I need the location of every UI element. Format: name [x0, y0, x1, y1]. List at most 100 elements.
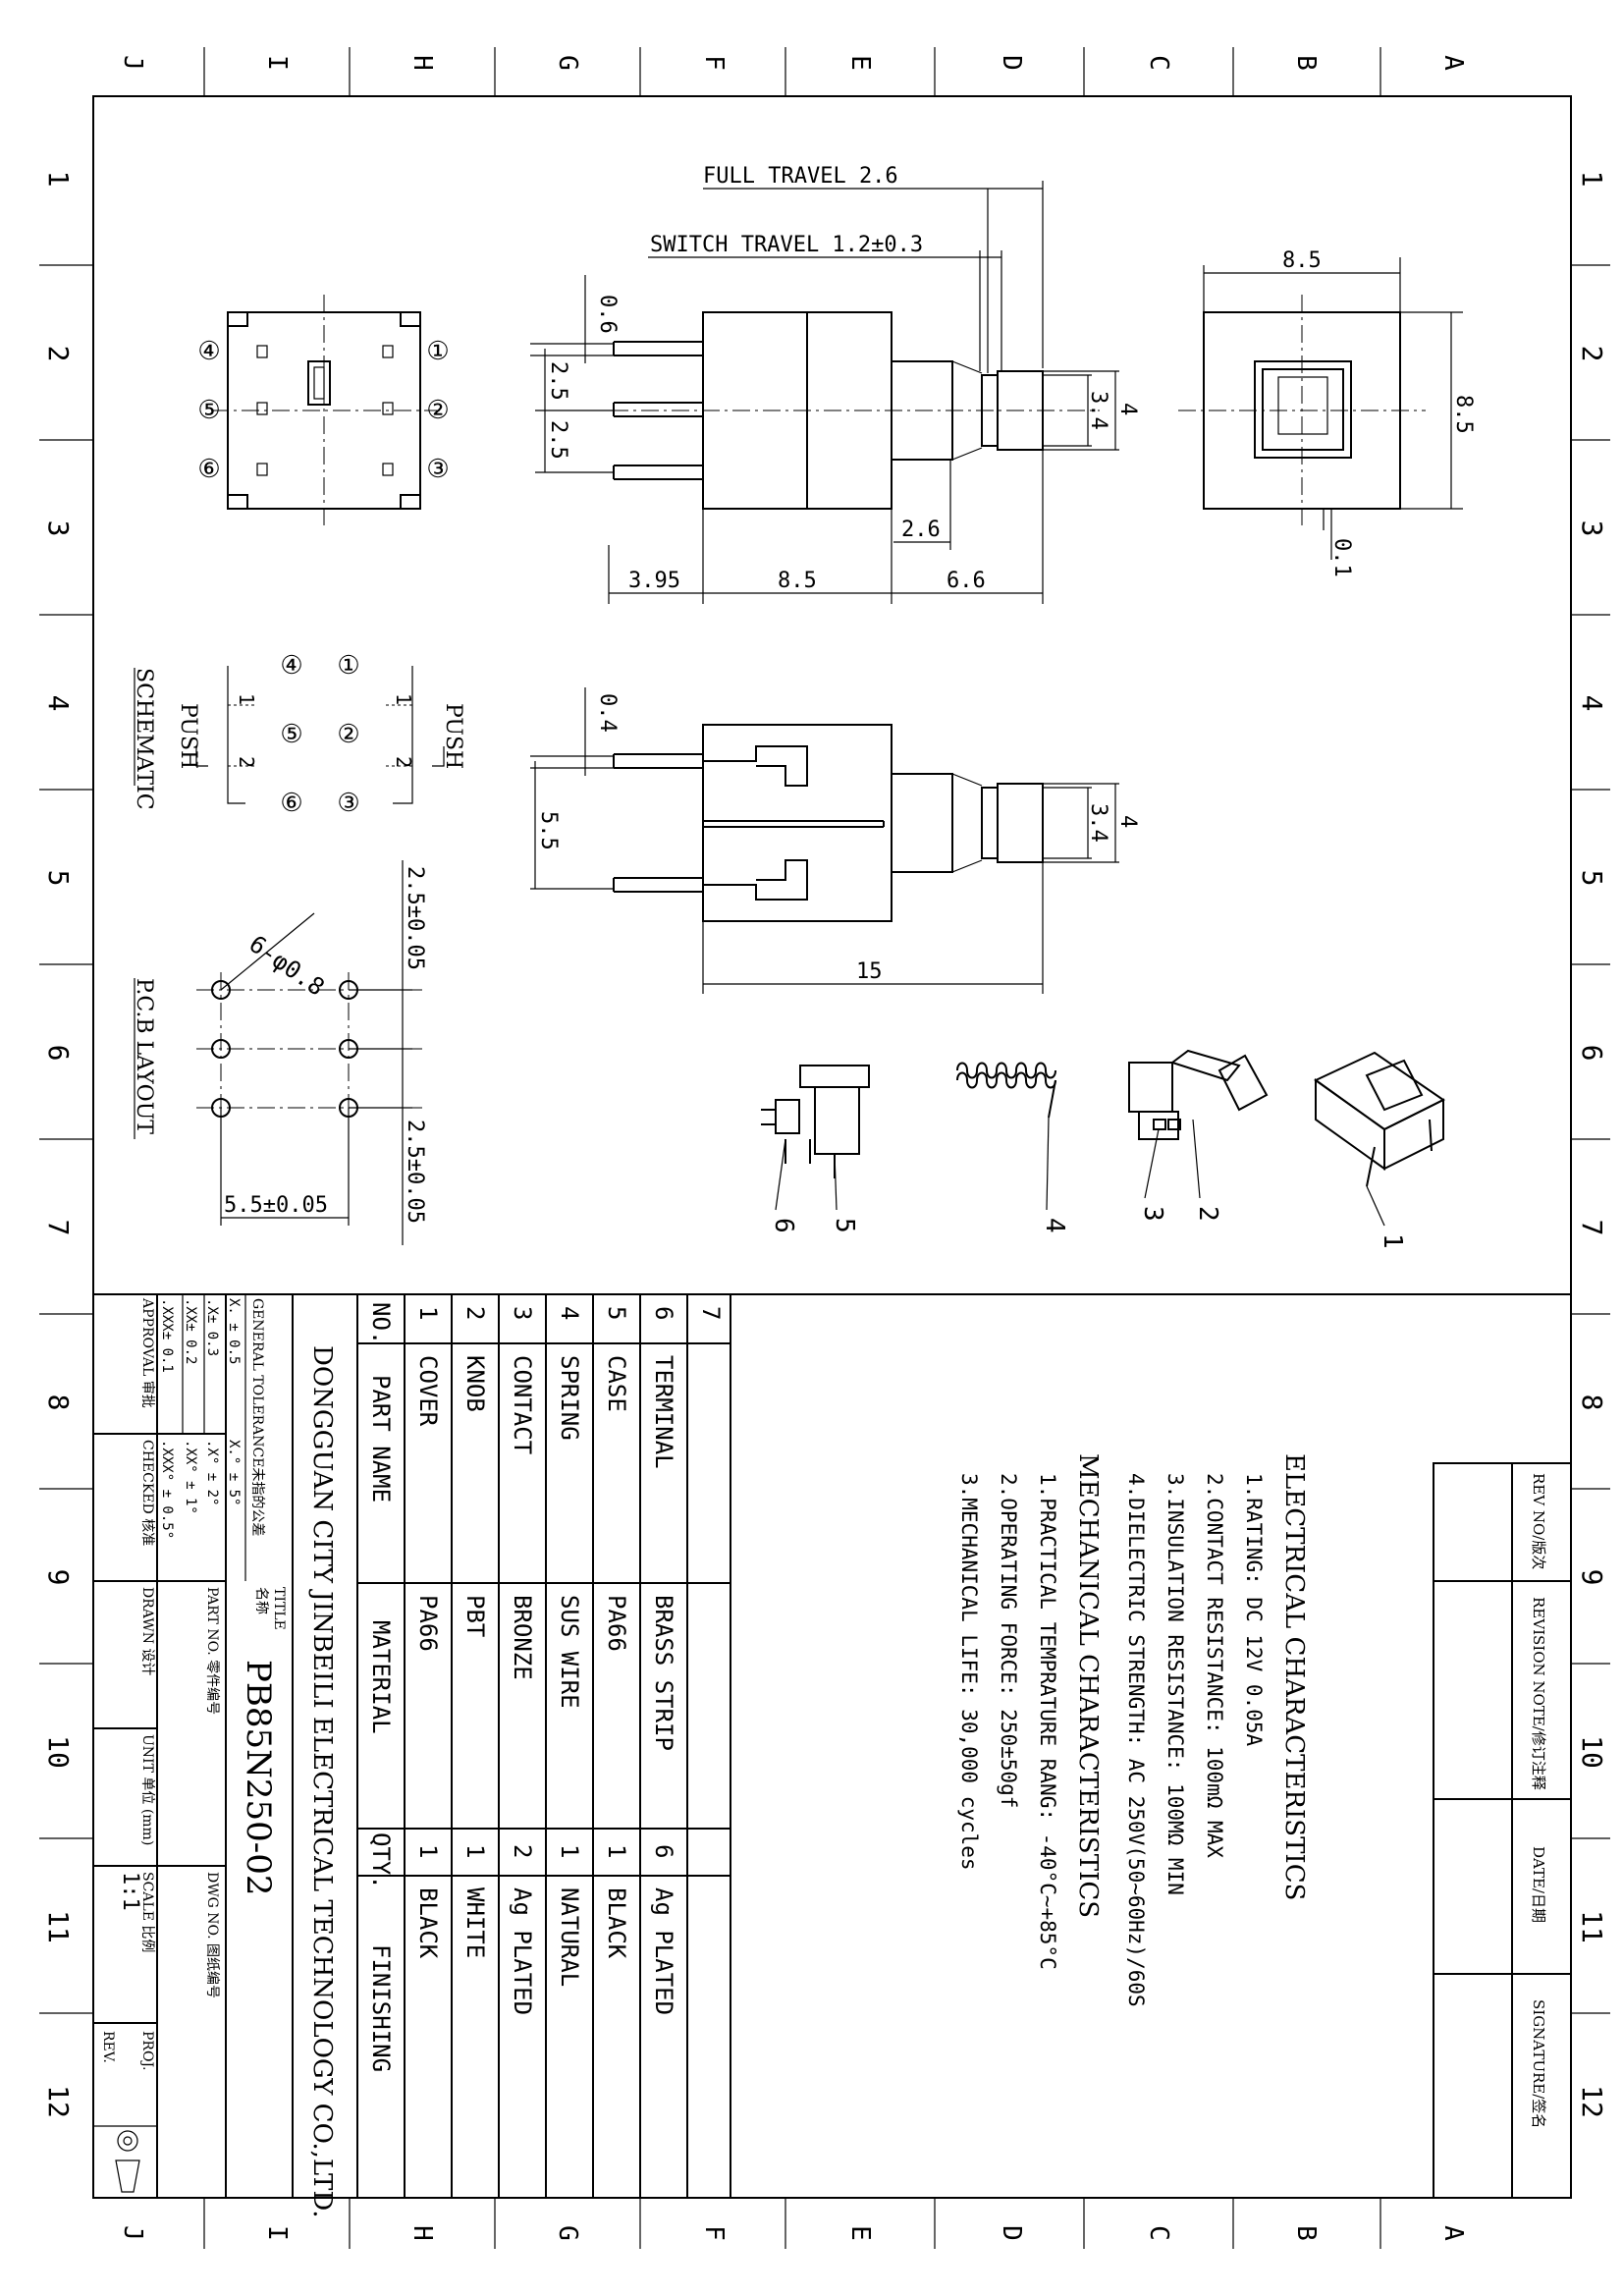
zone-number: 4 — [42, 695, 75, 712]
zone-number: 10 — [1576, 1735, 1608, 1769]
bom-text: NO. PART NAME MATERIAL QTY. FINISHING 7 … — [367, 1302, 725, 2072]
bom-header-no: NO. — [367, 1302, 395, 1344]
title-cn-label: 名称 — [253, 1587, 269, 1614]
pcb-hole-label: 6-φ0.8 — [244, 930, 330, 1002]
schematic-pin: ⑤ — [280, 720, 302, 749]
pcb-layout-label: P.C.B LAYOUT — [132, 978, 156, 1134]
bom-qty: 1 — [603, 1844, 630, 1858]
schematic-pin: ④ — [280, 651, 302, 681]
dim-3-4a: 3.4 — [1086, 391, 1110, 430]
zone-letter: A — [1438, 55, 1468, 71]
side-view-lower — [613, 724, 1044, 922]
unit-label: UNIT 单位 (mm) — [139, 1734, 155, 1845]
tol-xxx-angle: .XX° ± 1° — [183, 1440, 198, 1514]
zone-numbers: 1 2 3 4 5 6 7 8 9 10 11 12 1 2 3 4 5 6 7… — [42, 171, 1608, 2118]
bom-material: BRASS STRIP — [650, 1595, 677, 1751]
zone-number: 3 — [1576, 520, 1608, 537]
zone-letter: J — [118, 2225, 147, 2241]
bom-header-part: PART NAME — [367, 1375, 395, 1503]
dim-4b: 4 — [1115, 815, 1140, 828]
zone-letter: C — [1144, 55, 1173, 71]
bom-qty: 2 — [509, 1844, 536, 1858]
zone-ticks — [39, 47, 1610, 2249]
tol-xxxx-angle: .XXX° ± 0.5° — [159, 1440, 175, 1539]
zone-number: 6 — [42, 1045, 75, 1062]
title-value: PB85N250-02 — [239, 1660, 278, 1896]
schematic-pin: ⑥ — [280, 789, 302, 818]
tol-x: X. ± 0.5 — [226, 1298, 242, 1364]
bom-qty: 1 — [414, 1844, 442, 1858]
electrical-item: 4.DIELECTRIC STRENGTH: AC 250V(50~60Hz)/… — [1124, 1473, 1148, 2007]
electrical-heading: ELECTRICAL CHARACTERISTICS — [1279, 1453, 1309, 1900]
bom-no: 4 — [556, 1306, 583, 1320]
dim-3-4b: 3.4 — [1086, 803, 1110, 843]
bom-table — [356, 1293, 731, 2199]
rev-label: REV. — [100, 2031, 116, 2063]
zone-number: 9 — [1576, 1569, 1608, 1586]
full-travel-label: FULL TRAVEL 2.6 — [703, 164, 898, 189]
zone-number: 1 — [42, 171, 75, 188]
bom-header-finishing: FINISHING — [367, 1944, 395, 2072]
dwg-no-label: DWG NO. 图纸编号 — [204, 1872, 220, 1998]
mechanical-item: 1.PRACTICAL TEMPRATURE RANG: -40°C~+85°C — [1036, 1473, 1059, 1970]
zone-letter: C — [1144, 2225, 1173, 2241]
pcb-pitch-bottom: 2.5±0.05 — [403, 1120, 427, 1224]
dimensions-upper-view: FULL TRAVEL 2.6 SWITCH TRAVEL 1.2±0.3 0.… — [530, 164, 1140, 604]
pcb-width-label: 5.5±0.05 — [224, 1193, 328, 1218]
scale-value: 1:1 — [118, 1872, 142, 1911]
side-view-upper — [550, 311, 1100, 510]
schematic-n1b: 1 — [392, 693, 415, 705]
schematic-n2: 2 — [235, 756, 258, 768]
zone-number: 5 — [1576, 870, 1608, 887]
bom-no: 3 — [509, 1306, 536, 1320]
callouts: 6 5 4 3 2 1 — [769, 1117, 1407, 1249]
part-no-label: PART NO. 零件编号 — [204, 1587, 220, 1715]
zone-letter: F — [699, 2225, 729, 2241]
zone-letter: G — [553, 55, 582, 71]
dimensions-front-view: 8.5 8.5 0.1 — [1203, 248, 1476, 577]
dim-5-5: 5.5 — [536, 811, 561, 850]
electrical-item: 3.INSULATION RESISTANCE: 100MΩ MIN — [1163, 1473, 1187, 1895]
zone-number: 7 — [1576, 1220, 1608, 1236]
dim-8-5a: 8.5 — [778, 569, 817, 593]
pin-4: ④ — [197, 337, 220, 366]
spring-part — [956, 1062, 1056, 1119]
callout-5: 5 — [830, 1218, 859, 1233]
zone-number: 10 — [42, 1735, 75, 1769]
bom-no: 1 — [414, 1306, 442, 1320]
revision-table: REV NO/版次 REVISION NOTE/修订注释 DATE/日期 SIG… — [1433, 1462, 1572, 2199]
bom-part: TERMINAL — [650, 1355, 677, 1469]
zone-number: 11 — [1576, 1910, 1608, 1943]
bom-finishing: BLACK — [414, 1887, 442, 1959]
schematic: SCHEMATIC PUSH PUSH 1 2 1 2 — [132, 666, 465, 810]
tolerance-heading: GENERAL TOLERANCE未指的公差 — [249, 1298, 265, 1536]
bom-part: KNOB — [461, 1355, 489, 1412]
zone-number: 12 — [1576, 2085, 1608, 2118]
dim-8-5h: 8.5 — [1451, 395, 1476, 434]
bom-qty: 1 — [461, 1844, 489, 1858]
characteristics: ELECTRICAL CHARACTERISTICS 1.RATING: DC … — [957, 1453, 1309, 2007]
zone-letter: E — [845, 2225, 875, 2241]
zone-letter: I — [262, 2225, 292, 2241]
pin-1: ① — [426, 337, 449, 366]
bom-no: 7 — [697, 1306, 725, 1320]
rev-header: SIGNATURE/签名 — [1530, 1999, 1547, 2128]
zone-letter: B — [1291, 2225, 1321, 2241]
zone-number: 1 — [1576, 171, 1608, 188]
zone-letter: G — [553, 2225, 582, 2241]
dim-8-5w: 8.5 — [1282, 248, 1322, 273]
rev-header: DATE/日期 — [1530, 1846, 1547, 1923]
mechanical-item: 2.OPERATING FORCE: 250±50gf — [997, 1473, 1020, 1808]
zone-letter: D — [997, 2225, 1026, 2241]
callout-6: 6 — [769, 1218, 798, 1233]
dim-3-95: 3.95 — [628, 569, 680, 593]
tol-xxxx: .XXX± 0.1 — [159, 1298, 175, 1373]
rev-header: REV NO/版次 — [1530, 1473, 1547, 1569]
bom-header-material: MATERIAL — [367, 1620, 395, 1734]
bom-material: SUS WIRE — [556, 1595, 583, 1709]
zone-number: 5 — [42, 870, 75, 887]
tol-xxx: .XX± 0.2 — [183, 1298, 198, 1364]
pin-2: ② — [426, 396, 449, 425]
callout-2: 2 — [1193, 1206, 1222, 1222]
